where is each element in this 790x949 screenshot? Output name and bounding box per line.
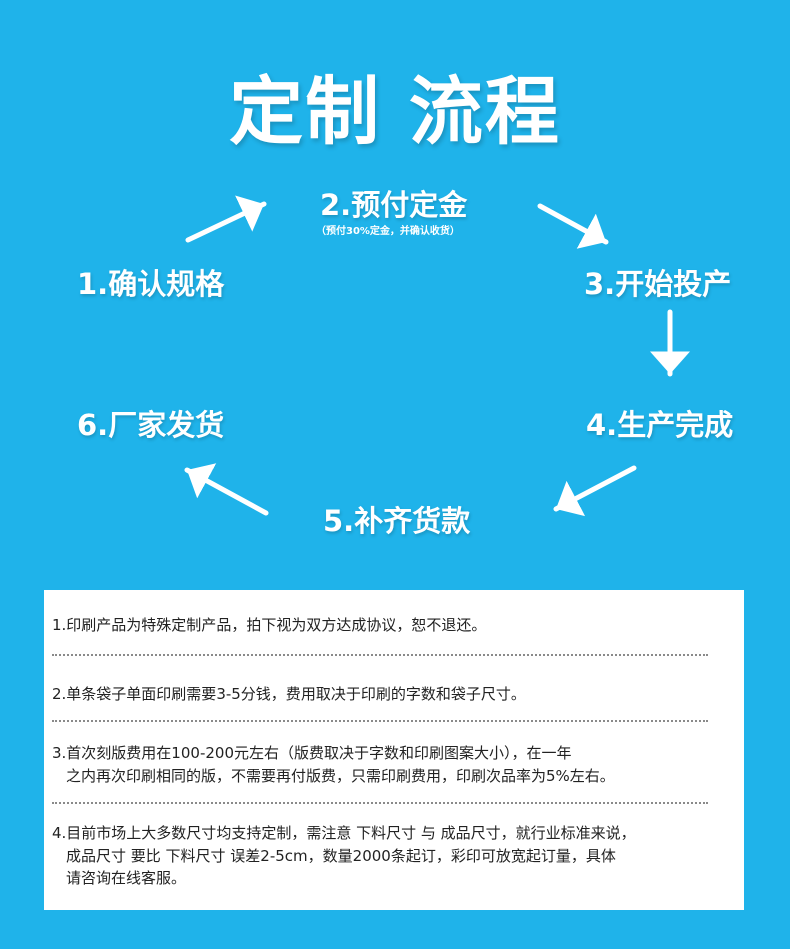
arrow-2-to-3 [537,203,609,249]
step-4-production-done: 4.生产完成 [586,408,734,442]
arrow-1-to-2 [185,195,267,243]
arrow-5-to-6 [184,463,269,516]
note-1: 1.印刷产品为特殊定制产品，拍下视为双方达成协议，恕不退还。 [52,616,487,634]
divider [52,802,708,804]
step-3-start-production: 3.开始投产 [584,267,732,301]
note-4: 4.目前市场上大多数尺寸均支持定制，需注意 下料尺寸 与 成品尺寸，就行业标准来… [52,824,636,887]
step-5-pay-balance: 5.补齐货款 [323,504,471,538]
divider [52,654,708,656]
flow-arrows [184,195,690,517]
page-title: 定制 流程 [229,69,561,155]
step-1-confirm-spec: 1.确认规格 [77,267,225,301]
divider [52,720,708,722]
notes-panel: 1.印刷产品为特殊定制产品，拍下视为双方达成协议，恕不退还。 2.单条袋子单面印… [44,590,744,910]
step-2-note: （预付30%定金，并确认收货） [316,226,460,237]
note-2: 2.单条袋子单面印刷需要3-5分钱，费用取决于印刷的字数和袋子尺寸。 [52,685,526,703]
note-3: 3.首次刻版费用在100-200元左右（版费取决于字数和印刷图案大小），在一年 … [52,744,615,785]
step-2-prepay-deposit: 2.预付定金 [320,188,468,222]
step-6-factory-ship: 6.厂家发货 [77,408,225,442]
arrow-4-to-5 [553,465,637,517]
